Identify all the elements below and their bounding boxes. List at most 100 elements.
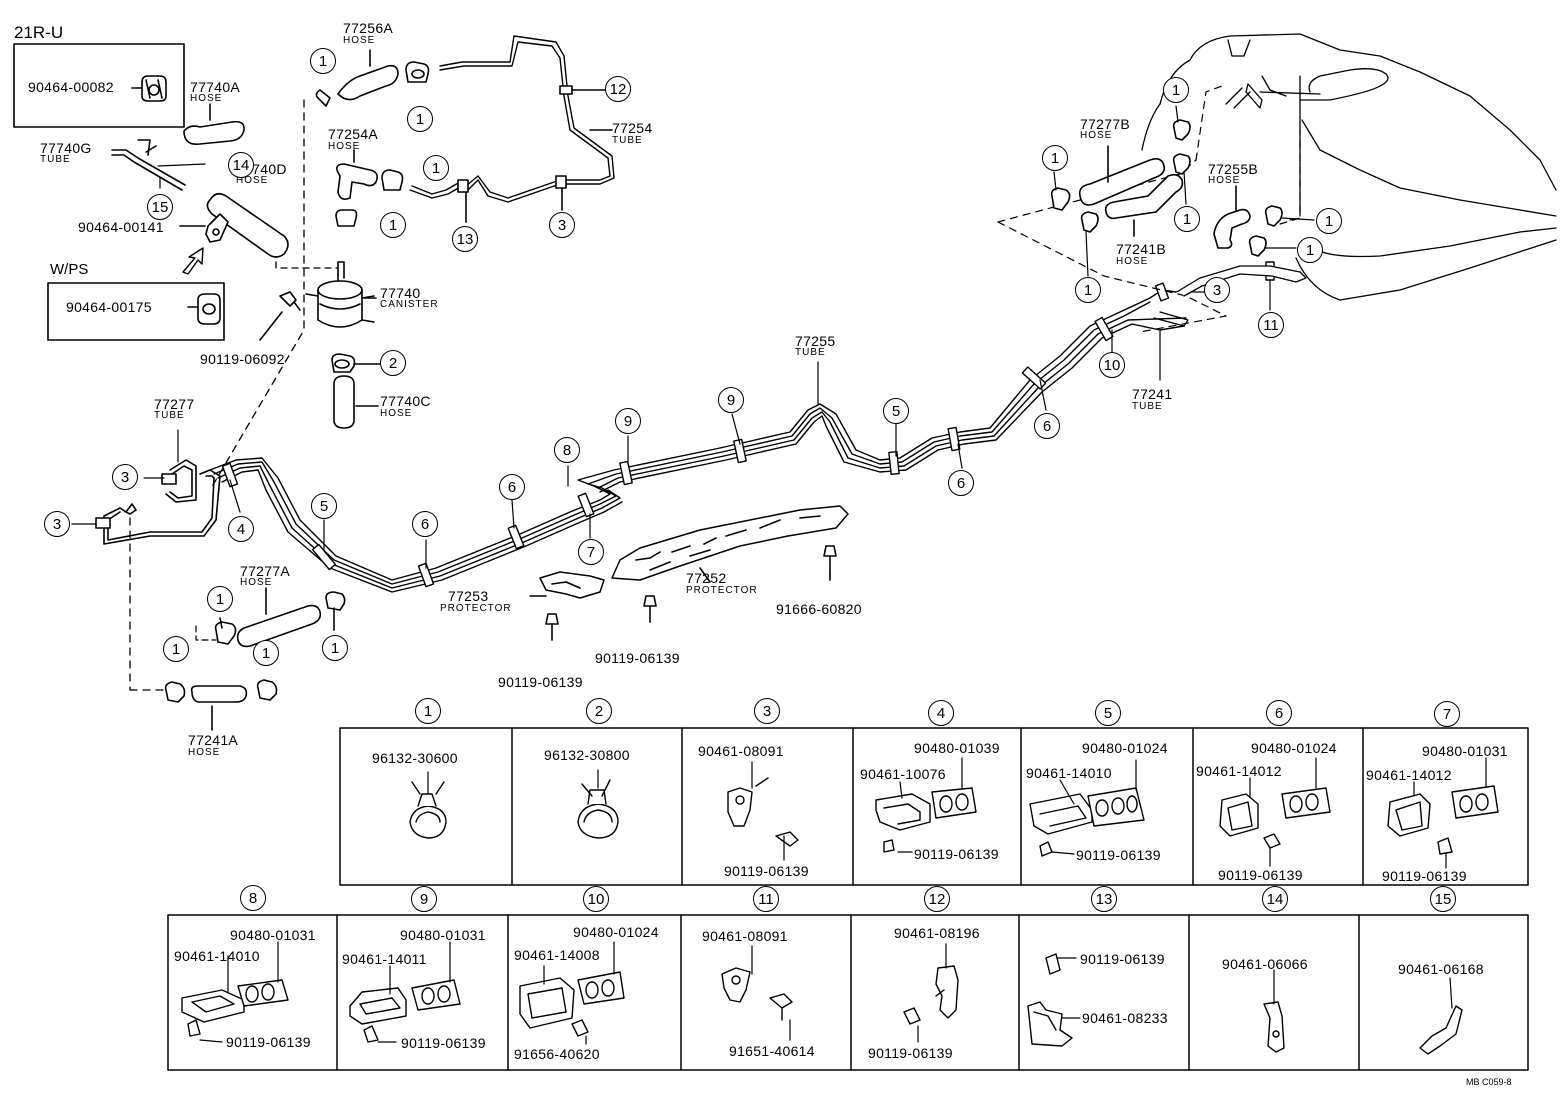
table-part: 90480-01039 bbox=[914, 740, 1000, 756]
clip-90464-00175-icon bbox=[197, 293, 221, 325]
table-part: 90461-06168 bbox=[1398, 961, 1484, 977]
hose-77740d bbox=[206, 192, 289, 258]
callout-10: 10 bbox=[1099, 352, 1125, 378]
part-label: 77253 bbox=[448, 588, 489, 604]
part-label: 90119-06139 bbox=[595, 650, 680, 666]
callout-1: 1 bbox=[253, 640, 279, 666]
callout-1: 1 bbox=[407, 106, 433, 132]
part-label: 77740C bbox=[380, 393, 431, 409]
part-label: 77740G bbox=[40, 140, 92, 156]
part-label: 90119-06139 bbox=[498, 674, 583, 690]
clip-90464-00082-icon bbox=[141, 75, 167, 102]
table-part: 90480-01024 bbox=[1251, 740, 1337, 756]
callout-6: 6 bbox=[1034, 413, 1060, 439]
callout-1: 1 bbox=[310, 48, 336, 74]
callout-4: 4 bbox=[228, 516, 254, 542]
part-label: 77241A bbox=[188, 732, 239, 748]
part-type: HOSE bbox=[1116, 256, 1149, 267]
bolt-90119-06092-icon bbox=[279, 291, 297, 307]
callout-9: 9 bbox=[718, 387, 744, 413]
table-header-15: 15 bbox=[1430, 886, 1456, 912]
table-icons bbox=[181, 777, 1499, 1055]
table-part: 90461-10076 bbox=[860, 766, 946, 782]
part-type: HOSE bbox=[236, 175, 269, 186]
parts-table-grid bbox=[167, 727, 1529, 1071]
part-type: HOSE bbox=[1080, 130, 1113, 141]
table-header-10: 10 bbox=[583, 886, 609, 912]
table-part: 90461-08091 bbox=[702, 928, 788, 944]
callout-3: 3 bbox=[549, 212, 575, 238]
part-type: HOSE bbox=[328, 141, 361, 152]
part-label: 90119-06092 bbox=[200, 351, 285, 367]
table-header-13: 13 bbox=[1091, 886, 1117, 912]
table-part: 90119-06139 bbox=[1218, 867, 1303, 883]
part-label: 77740A bbox=[190, 79, 241, 95]
table-part: 91651-40614 bbox=[729, 1043, 815, 1059]
bolt-icons bbox=[545, 545, 837, 641]
part-type: HOSE bbox=[1208, 175, 1241, 186]
hose-77241b bbox=[1104, 173, 1184, 220]
callout-14: 14 bbox=[228, 152, 254, 178]
part-label: 77254A bbox=[328, 126, 379, 142]
hose-77740c bbox=[333, 375, 355, 429]
callout-6: 6 bbox=[948, 470, 974, 496]
part-type: TUBE bbox=[40, 154, 71, 165]
hose-77256a bbox=[337, 64, 399, 101]
fuel-tank-outline bbox=[1141, 33, 1557, 301]
callout-1: 1 bbox=[1297, 237, 1323, 263]
tube-77277 bbox=[165, 459, 197, 503]
table-part: 90119-06139 bbox=[914, 846, 999, 862]
table-part: 90119-06139 bbox=[724, 863, 809, 879]
callout-1: 1 bbox=[207, 586, 233, 612]
callout-1: 1 bbox=[380, 212, 406, 238]
part-label: 77252 bbox=[686, 570, 727, 586]
part-type: PROTECTOR bbox=[440, 603, 512, 614]
table-part: 90119-06139 bbox=[226, 1034, 311, 1050]
table-part: 90119-06139 bbox=[868, 1045, 953, 1061]
table-header-6: 6 bbox=[1266, 700, 1292, 726]
table-part: 90480-01031 bbox=[1422, 743, 1508, 759]
table-part: 96132-30800 bbox=[544, 747, 630, 763]
hose-77254a bbox=[336, 163, 378, 200]
table-part: 90119-06139 bbox=[1382, 868, 1467, 884]
callout-6: 6 bbox=[499, 474, 525, 500]
part-label: 77255B bbox=[1208, 161, 1259, 177]
table-part: 90461-14012 bbox=[1366, 767, 1452, 783]
table-part: 90480-01024 bbox=[573, 924, 659, 940]
table-header-12: 12 bbox=[924, 886, 950, 912]
protector-77252 bbox=[611, 505, 849, 581]
part-type: TUBE bbox=[1132, 401, 1163, 412]
callout-13: 13 bbox=[452, 226, 478, 252]
table-part: 91656-40620 bbox=[514, 1046, 600, 1062]
diagram-code: MB C059-8 bbox=[1466, 1077, 1512, 1087]
hose-77255b bbox=[1213, 208, 1251, 249]
part-label: 90464-00141 bbox=[78, 219, 164, 235]
part-type: TUBE bbox=[154, 410, 185, 421]
part-type: TUBE bbox=[795, 347, 826, 358]
part-label: 77255 bbox=[795, 333, 836, 349]
callout-1: 1 bbox=[1075, 277, 1101, 303]
variant-label-21ru: 21R-U bbox=[14, 23, 64, 42]
hose-77241a bbox=[190, 685, 248, 703]
callout-3: 3 bbox=[44, 511, 70, 537]
part-label: 77740 bbox=[380, 285, 421, 301]
table-header-1: 1 bbox=[415, 698, 441, 724]
part-label: 77241 bbox=[1132, 386, 1173, 402]
callout-1: 1 bbox=[163, 636, 189, 662]
table-part: 90461-08091 bbox=[698, 743, 784, 759]
table-part: 90480-01024 bbox=[1082, 740, 1168, 756]
clip-90464-00141-icon bbox=[205, 213, 229, 243]
table-part: 90119-06139 bbox=[401, 1035, 486, 1051]
callout-6: 6 bbox=[412, 511, 438, 537]
table-header-3: 3 bbox=[754, 698, 780, 724]
variant-box-21ru bbox=[13, 43, 185, 128]
callout-3: 3 bbox=[112, 464, 138, 490]
variant-label-wps: W/PS bbox=[50, 261, 89, 278]
table-header-7: 7 bbox=[1434, 701, 1460, 727]
part-type: HOSE bbox=[343, 35, 376, 46]
part-label: 77256A bbox=[343, 20, 394, 36]
callout-1: 1 bbox=[1316, 208, 1342, 234]
part-type: CANISTER bbox=[380, 299, 439, 310]
table-part: 90480-01031 bbox=[230, 927, 316, 943]
